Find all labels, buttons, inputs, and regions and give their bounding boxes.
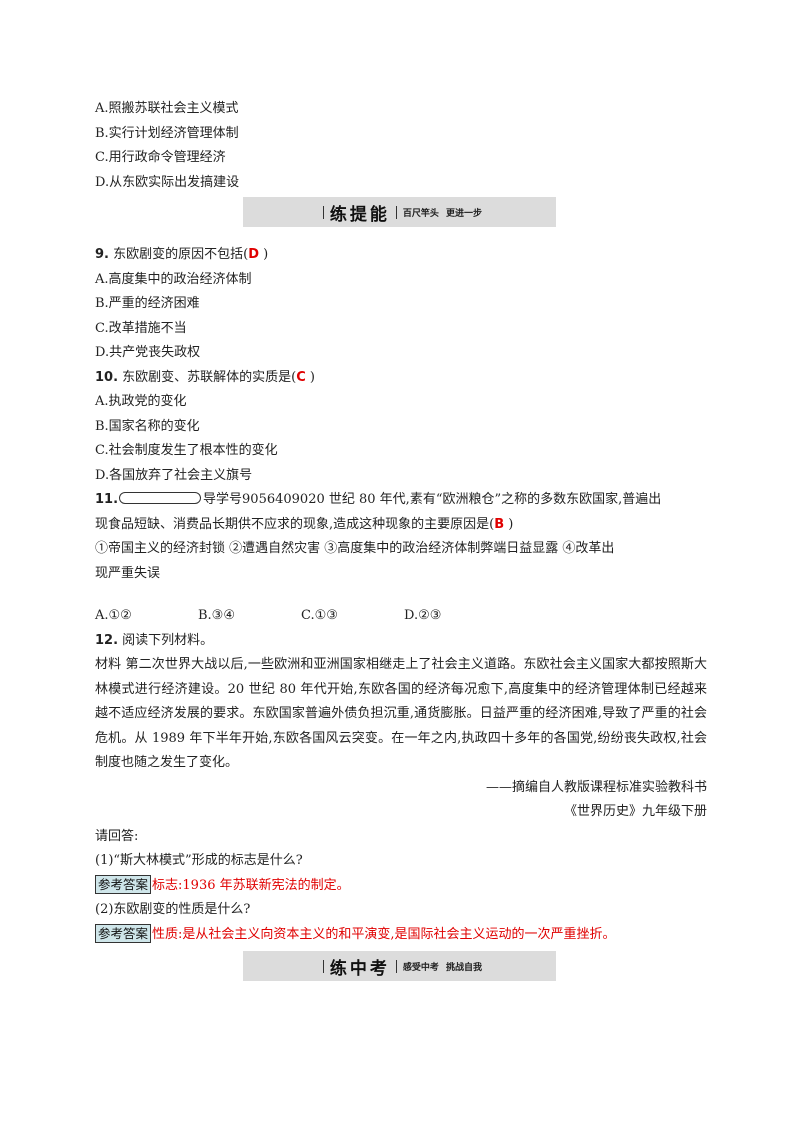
q9-option-d: D.共产党丧失政权 <box>95 345 201 360</box>
blank-pill-icon <box>119 492 202 504</box>
q11-option-d: D.②③ <box>404 608 442 623</box>
q10-answer: C <box>296 369 306 385</box>
question-number: 9. <box>95 247 109 262</box>
q11-answer: B <box>494 516 505 532</box>
q12-sub-question-1: (1)“斯大林模式”形成的标志是什么? <box>95 853 303 868</box>
question-number: 12. <box>95 632 119 648</box>
q12-prompt: 请回答: <box>95 828 139 844</box>
q8-option-b: B.实行计划经济管理体制 <box>95 125 239 141</box>
q9-option-b: B.严重的经济困难 <box>95 296 200 311</box>
section-banner-practice: 练提能 百尺竿头 更进一步 <box>243 197 556 227</box>
q11-option-c: C.①③ <box>301 608 338 623</box>
q10-stem: 10. 东欧剧变、苏联解体的实质是(C ) <box>95 366 707 391</box>
q11-option-a: A.①② <box>95 608 132 623</box>
q8-options: A.照搬苏联社会主义模式 B.实行计划经济管理体制 C.用行政命令管理经济 D.… <box>95 97 707 195</box>
q12-answer-2: 参考答案性质:是从社会主义向资本主义的和平演变,是国际社会主义运动的一次严重挫折… <box>95 923 707 948</box>
q12-source-line1: ——摘编自人教版课程标准实验教科书 <box>485 779 707 795</box>
q9-answer: D <box>248 247 259 262</box>
q11-close: ) <box>504 516 514 532</box>
q8-option-c: C.用行政命令管理经济 <box>95 150 226 165</box>
banner-divider <box>395 959 397 973</box>
q11-option-b: B.③④ <box>198 608 235 623</box>
q11-items-line2: 现严重失误 <box>95 565 161 581</box>
q12-stem: 12. 阅读下列材料。 <box>95 629 707 654</box>
answer-text: 性质:是从社会主义向资本主义的和平演变,是国际社会主义运动的一次严重挫折。 <box>152 926 616 942</box>
reference-answer-tag: 参考答案 <box>95 923 152 943</box>
question-9: 9. 东欧剧变的原因不包括(D ) A.高度集中的政治经济体制 B.严重的经济困… <box>95 243 707 366</box>
q12-material: 材料 第二次世界大战以后,一些欧洲和亚洲国家相继走上了社会主义道路。东欧社会主义… <box>95 657 707 770</box>
banner-divider <box>395 205 397 219</box>
question-number: 11. <box>95 492 119 507</box>
banner-subtitle: 感受中考 挑战自我 <box>402 962 483 973</box>
q10-option-c: C.社会制度发生了根本性的变化 <box>95 443 278 458</box>
q9-option-c: C.改革措施不当 <box>95 320 187 336</box>
q9-option-a: A.高度集中的政治经济体制 <box>95 271 252 287</box>
question-number: 10. <box>95 369 119 385</box>
q9-close: ) <box>259 247 269 262</box>
q10-option-a: A.执政党的变化 <box>95 394 187 409</box>
q9-stem: 9. 东欧剧变的原因不包括(D ) <box>95 243 707 268</box>
question-12: 12. 阅读下列材料。 材料 第二次世界大战以后,一些欧洲和亚洲国家相继走上了社… <box>95 629 707 948</box>
banner-divider <box>322 959 324 973</box>
q9-stem-text: 东欧剧变的原因不包括( <box>108 247 249 262</box>
banner-title: 练提能 <box>329 204 390 225</box>
q12-sub-question-2: (2)东欧剧变的性质是什么? <box>95 902 251 917</box>
question-10: 10. 东欧剧变、苏联解体的实质是(C ) A.执政党的变化 B.国家名称的变化… <box>95 366 707 489</box>
q11-text1: 导学号9056409020 世纪 80 年代,素有“欧洲粮仓”之称的多数东欧国家… <box>203 492 662 507</box>
q8-option-d: D.从东欧实际出发搞建设 <box>95 174 240 190</box>
q8-option-a: A.照搬苏联社会主义模式 <box>95 101 239 116</box>
q10-option-b: B.国家名称的变化 <box>95 418 200 434</box>
worksheet: A.照搬苏联社会主义模式 B.实行计划经济管理体制 C.用行政命令管理经济 D.… <box>95 97 707 997</box>
q11-options: A.①② B.③④ C.①③ D.②③ <box>95 604 707 629</box>
q11-items-line1: ①帝国主义的经济封锁 ②遭遇自然灾害 ③高度集中的政治经济体制弊端日益显露 ④改… <box>95 541 615 556</box>
q12-source-line2: 《世界历史》九年级下册 <box>563 804 707 819</box>
section-banner-exam: 练中考 感受中考 挑战自我 <box>243 951 556 981</box>
banner-divider <box>322 205 324 219</box>
q11-text2: 现食品短缺、消费品长期供不应求的现象,造成这种现象的主要原因是( <box>95 516 495 532</box>
q12-answer-1: 参考答案标志:1936 年苏联新宪法的制定。 <box>95 874 707 899</box>
banner-title: 练中考 <box>329 958 390 979</box>
spacer <box>95 586 707 604</box>
q10-close: ) <box>305 369 316 385</box>
q12-stem-text: 阅读下列材料。 <box>118 632 214 648</box>
q10-option-d: D.各国放弃了社会主义旗号 <box>95 467 253 483</box>
q11-stem-line2: 现食品短缺、消费品长期供不应求的现象,造成这种现象的主要原因是(B ) <box>95 513 707 538</box>
q10-stem-text: 东欧剧变、苏联解体的实质是( <box>118 369 297 385</box>
question-11: 11. 导学号9056409020 世纪 80 年代,素有“欧洲粮仓”之称的多数东… <box>95 488 707 629</box>
reference-answer-tag: 参考答案 <box>95 874 152 894</box>
q11-stem-line1: 11. 导学号9056409020 世纪 80 年代,素有“欧洲粮仓”之称的多数东… <box>95 488 707 513</box>
answer-text: 标志:1936 年苏联新宪法的制定。 <box>152 877 350 893</box>
banner-subtitle: 百尺竿头 更进一步 <box>402 208 483 219</box>
